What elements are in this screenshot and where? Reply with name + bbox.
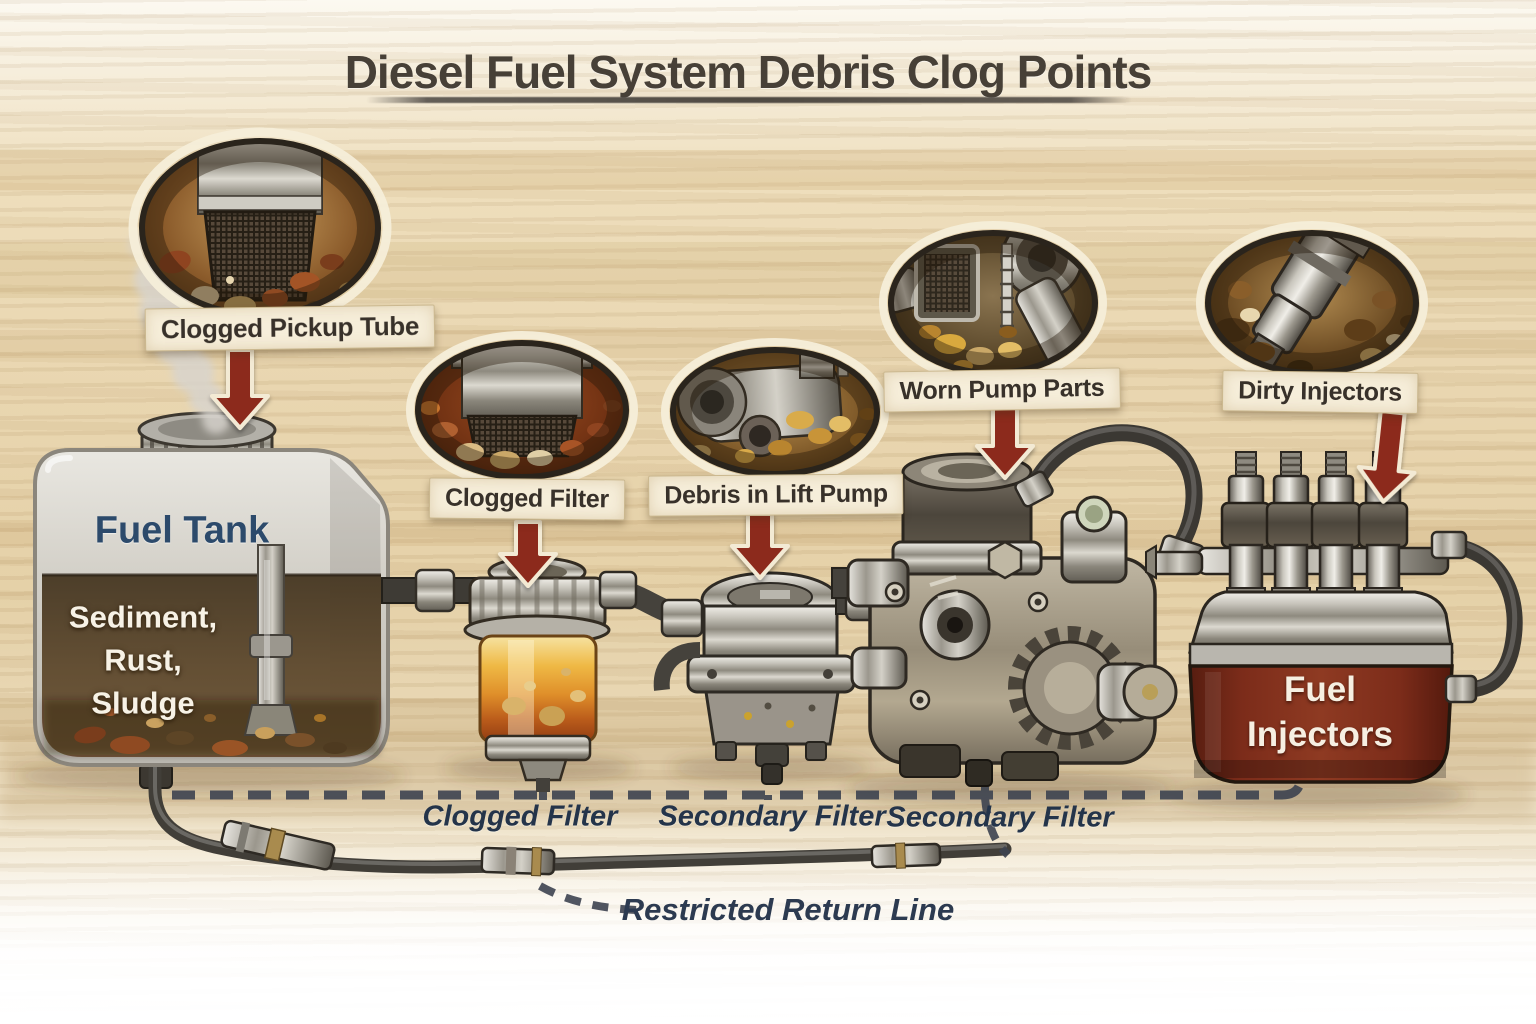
callout-clogged-filter: Clogged Filter	[428, 477, 626, 521]
hose-injectors-right	[1430, 530, 1523, 704]
hose-fitting	[220, 819, 336, 871]
tank-contents-label: Sediment, Rust, Sludge	[69, 596, 217, 725]
hose-fitting	[480, 846, 556, 877]
tank-contents-line: Rust,	[104, 642, 182, 678]
inset-clogged-pickup-tube	[128, 127, 392, 329]
return-line-hose	[139, 763, 1012, 914]
injector-box	[1187, 590, 1454, 784]
flow-label-clogged-filter: Clogged Filter	[422, 800, 618, 833]
fuel-injectors-assembly	[1145, 451, 1523, 784]
clog-arrows	[210, 348, 1417, 588]
tank-sediment	[74, 708, 347, 756]
tank-contents-line: Sludge	[91, 685, 195, 721]
tank-contents-line: Sediment,	[68, 599, 218, 635]
debris	[919, 325, 1022, 372]
filter-bowl	[478, 634, 598, 744]
restricted-return-line-label: Restricted Return Line	[621, 892, 955, 927]
injection-pump	[831, 452, 1178, 787]
flow-label-secondary-filter-1: Secondary Filter	[658, 800, 886, 833]
lift-pump-cup	[704, 690, 840, 746]
debris	[420, 400, 621, 469]
callout-debris-in-lift-pump: Debris in Lift Pump	[648, 473, 904, 517]
injectors-arrow-down-icon	[1356, 408, 1417, 504]
inset-clogged-filter	[406, 331, 638, 489]
callout-clogged-pickup-tube: Clogged Pickup Tube	[144, 304, 436, 352]
title-underline-stroke	[366, 97, 1132, 103]
pipe-tank-to-filter	[381, 568, 478, 613]
fuel-injectors-line: Injectors	[1247, 715, 1393, 754]
fuel-injectors-line: Fuel	[1284, 670, 1356, 709]
hose-fitting	[870, 842, 942, 869]
fuel-tank-label: Fuel Tank	[94, 509, 270, 552]
injector-box-red-body	[1188, 664, 1454, 784]
pickup-arrow-down-icon	[210, 348, 270, 430]
lift-pump-left-elbow	[653, 642, 701, 691]
pump-arrow-down-icon	[975, 406, 1035, 480]
callout-worn-pump-parts: Worn Pump Parts	[883, 367, 1121, 413]
pipe-filter-to-lift-pump	[598, 570, 704, 638]
inset-debris-in-lift-pump	[661, 338, 889, 486]
filter-arrow-down-icon	[498, 520, 558, 588]
flow-label-secondary-filter-2: Secondary Filter	[886, 801, 1114, 834]
inset-dirty-injectors	[1196, 221, 1428, 385]
pickup-tube	[243, 544, 299, 736]
hex-nut	[987, 540, 1023, 580]
fuel-filter	[463, 556, 611, 792]
diagram-title: Diesel Fuel System Debris Clog Points	[344, 46, 1153, 98]
fuel-injectors-label: Fuel Injectors	[1247, 667, 1393, 757]
callout-dirty-injectors: Dirty Injectors	[1221, 370, 1419, 414]
return-line-dashes	[538, 882, 637, 914]
lift-pump	[653, 571, 856, 785]
lift-pump-arrow-down-icon	[730, 512, 790, 580]
